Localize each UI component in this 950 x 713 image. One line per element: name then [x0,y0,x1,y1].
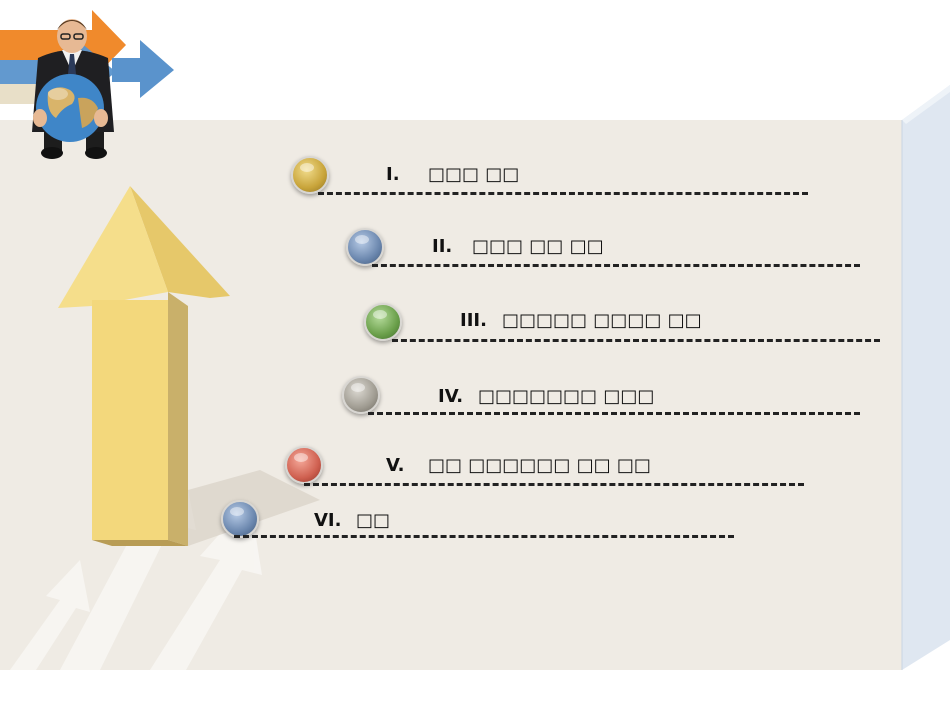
toc-rule-6 [234,535,734,538]
toc-numeral-1: I. [386,164,400,185]
bullet-6-icon [221,500,259,538]
bullet-4-icon [342,376,380,414]
toc-numeral-4: IV. [438,386,464,407]
toc-numeral-2: II. [432,236,453,257]
toc-rule-2 [372,264,860,267]
toc-label-3[interactable]: □□□□□ □□□□ □□ [502,310,702,331]
toc-label-5[interactable]: □□ □□□□□□ □□ □□ [428,455,651,476]
toc-label-6[interactable]: □□ [356,510,391,531]
toc-numeral-6: VI. [314,510,342,531]
toc-rule-4 [368,412,860,415]
toc-numeral-5: V. [386,455,405,476]
businessman-globe-icon [32,19,114,159]
up-arrow-icon [58,186,320,546]
bullet-3-icon [364,303,402,341]
toc-label-2[interactable]: □□□ □□ □□ [472,236,604,257]
toc-rule-3 [392,339,880,342]
bullet-2-icon [346,228,384,266]
bullet-5-icon [285,446,323,484]
toc-label-1[interactable]: □□□ □□ [428,164,520,185]
bullet-1-icon [291,156,329,194]
toc-label-4[interactable]: □□□□□□□ □□□ [478,386,655,407]
toc-rule-5 [304,483,804,486]
toc-numeral-3: III. [460,310,487,331]
toc-rule-1 [318,192,808,195]
